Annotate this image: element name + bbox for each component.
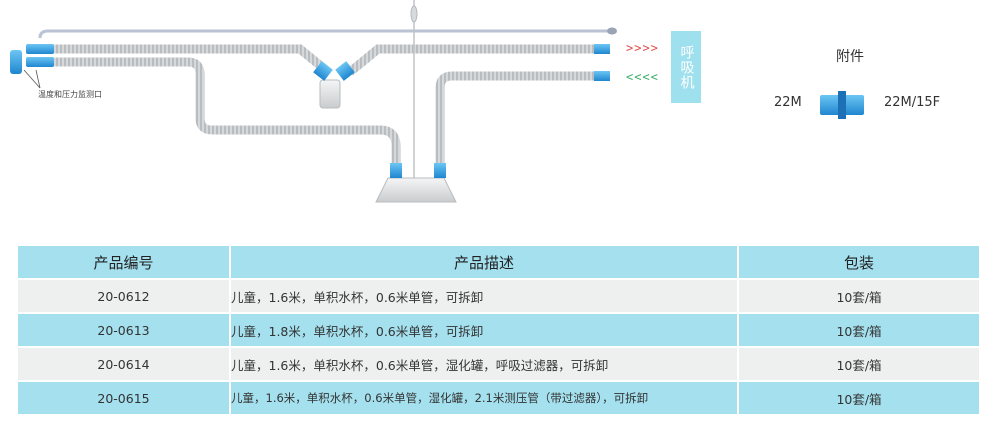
accessory-connector-ring — [838, 91, 846, 119]
header-product-code: 产品编号 — [18, 246, 231, 279]
inspiratory-tube-right — [347, 44, 604, 76]
y-piece-bottom — [26, 57, 54, 67]
product-description: 儿童，1.6米，单积水杯，0.6米单管，可拆卸 — [230, 278, 739, 313]
header-packaging: 包装 — [738, 246, 979, 279]
ventilator-label: 呼吸机 — [678, 44, 695, 90]
expiratory-port-connector — [594, 71, 610, 81]
suspension-hook — [410, 5, 418, 23]
sensor-pointer-line-1 — [23, 69, 41, 89]
circuit-illustration — [10, 0, 864, 203]
inspiratory-port-connector — [594, 44, 610, 54]
table-header-row: 产品编号 产品描述 包装 — [18, 246, 979, 279]
accessory-title: 附件 — [836, 49, 864, 65]
product-code: 20-0615 — [18, 380, 231, 414]
packaging: 10套/箱 — [738, 312, 979, 347]
product-code: 20-0614 — [18, 346, 231, 381]
water-trap-body — [319, 79, 341, 109]
table-row: 20-0614 儿童，1.6米，单积水杯，0.6米单管，湿化罐，呼吸过滤器，可拆… — [18, 346, 979, 381]
y-piece-top — [26, 44, 54, 54]
header-product-description: 产品描述 — [230, 246, 739, 279]
packaging: 10套/箱 — [738, 346, 979, 381]
product-description: 儿童，1.6米，单积水杯，0.6米单管，湿化罐，2.1米测压管（带过滤器），可拆… — [230, 380, 739, 414]
product-code: 20-0612 — [18, 278, 231, 313]
packaging: 10套/箱 — [738, 380, 979, 414]
humidifier-right-connector — [434, 163, 446, 178]
return-tube — [435, 71, 604, 170]
inspiratory-flow-arrows: >>>> — [626, 41, 659, 55]
accessory-right-label: 22M/15F — [884, 95, 941, 110]
product-spec-table: 产品编号 产品描述 包装 20-0612 儿童，1.6米，单积水杯，0.6米单管… — [18, 246, 979, 414]
table-row: 20-0615 儿童，1.6米，单积水杯，0.6米单管，湿化罐，2.1米测压管（… — [18, 380, 979, 414]
product-code: 20-0613 — [18, 312, 231, 347]
humidifier-left-connector — [390, 163, 402, 178]
table-row: 20-0613 儿童，1.8米，单积水杯，0.6米单管，可拆卸 10套/箱 — [18, 312, 979, 347]
pressure-line-end — [607, 27, 617, 35]
product-description: 儿童，1.8米，单积水杯，0.6米单管，可拆卸 — [230, 312, 739, 347]
product-description: 儿童，1.6米，单积水杯，0.6米单管，湿化罐，呼吸过滤器，可拆卸 — [230, 346, 739, 381]
expiratory-tube — [44, 57, 401, 170]
inspiratory-tube — [44, 44, 331, 76]
sensor-pointer-line-2 — [35, 69, 41, 89]
water-trap-right-connector — [335, 61, 355, 81]
y-piece-left — [10, 50, 22, 74]
expiratory-flow-arrows: <<<< — [626, 70, 659, 84]
accessory-left-label: 22M — [774, 95, 802, 110]
ventilator-block: 呼吸机 — [671, 31, 701, 103]
pressure-line — [38, 29, 610, 39]
packaging: 10套/箱 — [738, 278, 979, 313]
water-trap-left-connector — [313, 61, 333, 81]
table-row: 20-0612 儿童，1.6米，单积水杯，0.6米单管，可拆卸 10套/箱 — [18, 278, 979, 313]
circuit-diagram: >>>> <<<< 呼吸机 温度和压力监测口 附件 22M 22M/15F — [10, 0, 941, 203]
humidifier-base — [375, 177, 457, 203]
sensor-port-label: 温度和压力监测口 — [38, 90, 102, 99]
